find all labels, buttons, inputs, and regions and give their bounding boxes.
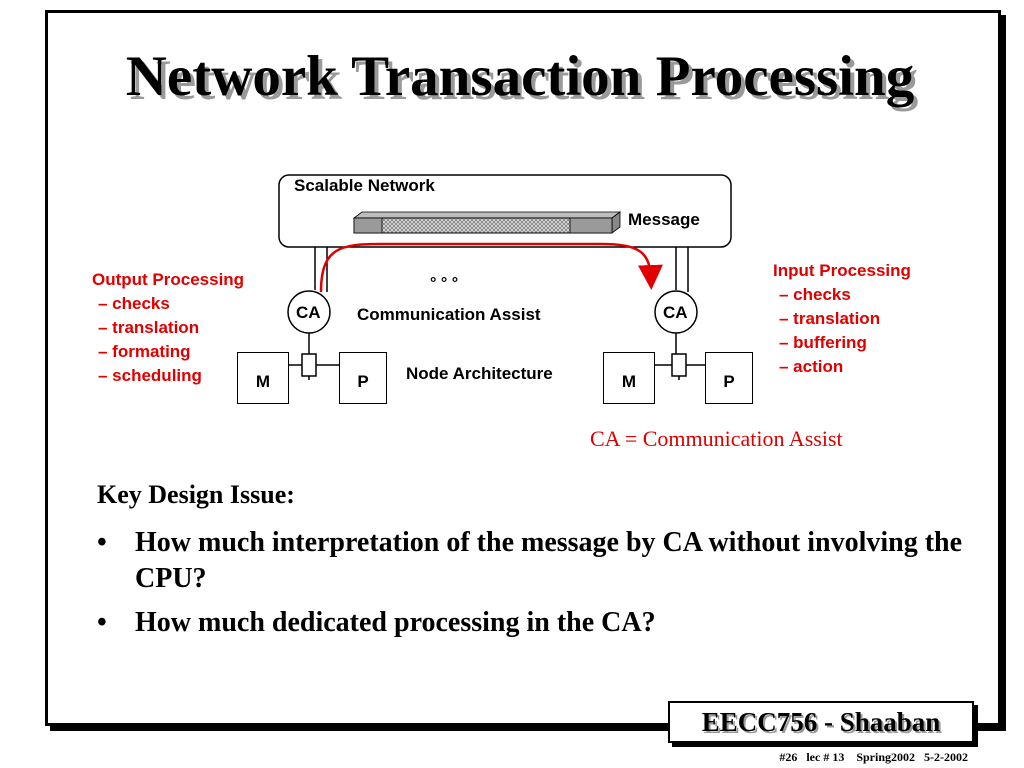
output-item: – formating (98, 342, 191, 361)
memory-box-right: M (603, 352, 655, 404)
bullet-mark: • (97, 527, 107, 558)
node-architecture-label: Node Architecture (406, 364, 553, 383)
input-item: – translation (779, 309, 881, 328)
ca-right-label: CA (663, 303, 688, 322)
output-item: – scheduling (98, 366, 202, 385)
message-label: Message (628, 210, 700, 229)
output-processing-list: Output Processing – checks – translation… (92, 268, 244, 388)
bullet-mark: • (97, 607, 107, 638)
ca-left-label: CA (296, 303, 321, 322)
bullet-text: How much interpretation of the message b… (135, 527, 963, 594)
input-item: – checks (779, 285, 851, 304)
message-flow-arrow (319, 242, 663, 293)
communication-assist-label: Communication Assist (357, 305, 541, 324)
input-processing-list: Input Processing – checks – translation … (773, 259, 911, 379)
right-bus-connector (671, 353, 687, 377)
output-item: – checks (98, 294, 170, 313)
output-processing-title: Output Processing (92, 270, 245, 289)
scalable-network-label: Scalable Network (294, 176, 435, 195)
slide-frame (45, 10, 1001, 726)
bullet-list: • How much interpretation of the message… (97, 525, 967, 649)
slide-title: Network Transaction Processing (125, 45, 915, 108)
processor-box-left: P (339, 352, 387, 404)
input-item: – buffering (779, 333, 867, 352)
course-badge: EECC756 - Shaaban (668, 701, 974, 743)
input-item: – action (779, 357, 844, 376)
memory-box-left: M (237, 352, 289, 404)
ellipsis-dots: ° ° ° (430, 275, 459, 292)
slide-footer: #26 lec # 13 Spring2002 5-2-2002 (779, 750, 968, 764)
message-bar (352, 211, 622, 234)
bullet-item: • How much interpretation of the message… (97, 525, 967, 597)
bullet-item: • How much dedicated processing in the C… (97, 605, 967, 641)
left-bus-connector (301, 353, 317, 377)
key-design-issue-heading: Key Design Issue: (97, 480, 295, 509)
processor-box-right: P (705, 352, 753, 404)
output-item: – translation (98, 318, 200, 337)
bullet-text: How much dedicated processing in the CA? (135, 607, 656, 638)
input-processing-title: Input Processing (773, 261, 911, 280)
ca-legend: CA = Communication Assist (590, 426, 843, 451)
